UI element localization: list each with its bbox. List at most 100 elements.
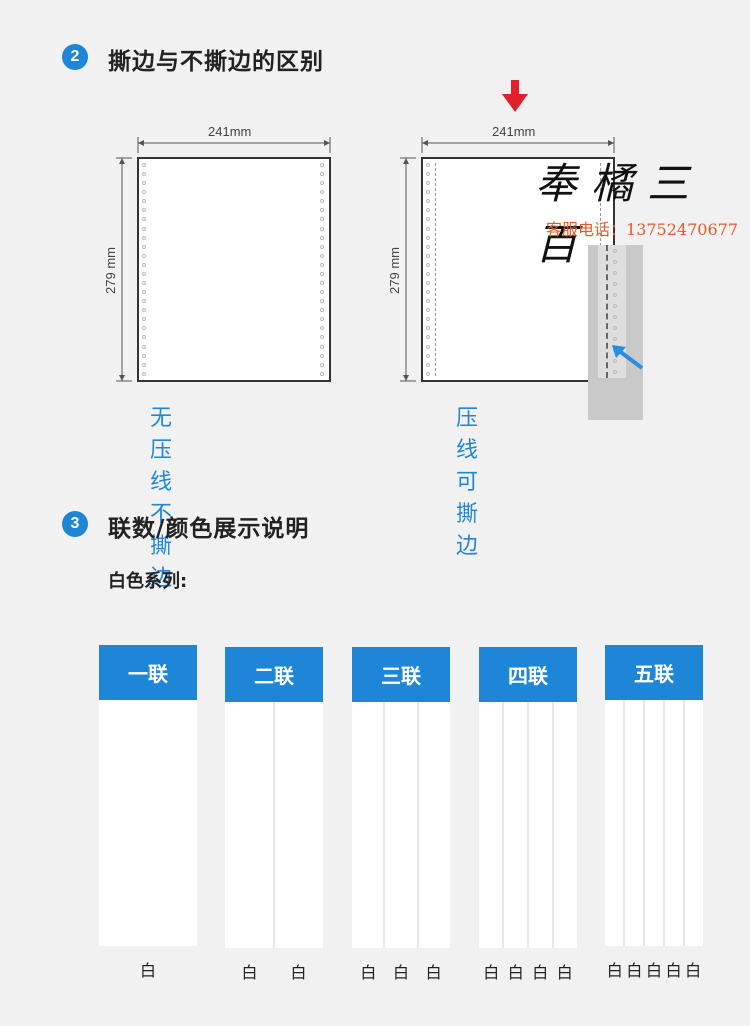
feed-hole [613, 304, 617, 308]
feed-hole [613, 271, 617, 275]
feed-hole [613, 315, 617, 319]
ply-color-label: 白 [606, 961, 623, 980]
ply-sheet [665, 700, 683, 946]
ply-sheet [418, 702, 450, 948]
ply-sheet [99, 700, 197, 946]
feed-hole [426, 317, 430, 322]
height-label: 279 mm [102, 247, 118, 294]
feed-hole [320, 226, 324, 231]
feed-hole [320, 199, 324, 204]
feed-hole [320, 244, 324, 249]
feed-hole [320, 190, 324, 195]
feed-hole [142, 371, 146, 376]
ply-card-title: 二联 [225, 647, 323, 702]
feed-hole [320, 353, 324, 358]
feed-hole [426, 362, 430, 367]
feed-hole [142, 163, 146, 167]
feed-hole [320, 163, 324, 167]
ply-color-label: 白 [507, 963, 524, 982]
feed-hole [426, 190, 430, 195]
feed-hole [320, 172, 324, 177]
ply-sheet [625, 700, 643, 946]
feed-hole [320, 208, 324, 213]
feed-hole [613, 359, 617, 363]
paper-sheet [421, 157, 615, 382]
feed-hole [142, 217, 146, 222]
feed-hole [142, 199, 146, 204]
watermark-phone-label: 客服电话： [546, 220, 627, 239]
feed-hole [142, 208, 146, 213]
section-title: 撕边与不撕边的区别 [108, 49, 324, 75]
feed-hole [426, 344, 430, 349]
feed-hole [142, 290, 146, 295]
feed-hole [320, 281, 324, 286]
feed-hole [142, 353, 146, 358]
down-arrow-icon [502, 80, 528, 112]
feed-hole [613, 260, 617, 264]
dimension-lines [116, 137, 331, 382]
feed-hole [426, 226, 430, 231]
feed-hole [426, 271, 430, 276]
feed-hole [142, 226, 146, 231]
ply-color-label: 白 [392, 963, 409, 982]
feed-hole [142, 362, 146, 367]
ply-sheet [685, 700, 703, 946]
paper-sheet [137, 157, 331, 382]
feed-hole [613, 293, 617, 297]
feed-hole [320, 253, 324, 258]
ply-sheet [605, 700, 623, 946]
feed-hole [142, 190, 146, 195]
feed-hole [426, 353, 430, 358]
ply-card-title: 一联 [99, 645, 197, 700]
feed-hole [426, 299, 430, 304]
feed-hole [426, 371, 430, 376]
feed-hole [320, 362, 324, 367]
section-number-badge: 3 [62, 511, 88, 537]
ply-card-body [479, 702, 577, 948]
dimension-lines [400, 137, 615, 382]
ply-color-label: 白 [290, 963, 307, 982]
feed-hole [142, 271, 146, 276]
ply-card-title: 五联 [605, 645, 703, 700]
ply-sheet [529, 702, 552, 948]
ply-card-title: 三联 [352, 647, 450, 702]
ply-card-body [225, 702, 323, 948]
ply-color-label: 白 [665, 961, 682, 980]
feed-hole [320, 317, 324, 322]
feed-hole [142, 253, 146, 258]
feed-hole [426, 290, 430, 295]
feed-hole [142, 244, 146, 249]
feed-hole [426, 326, 430, 331]
feed-hole [613, 337, 617, 341]
feed-hole [142, 181, 146, 186]
feed-hole [426, 308, 430, 313]
ply-sheet [479, 702, 502, 948]
feed-hole [613, 370, 617, 374]
ply-color-labels: 白白 [225, 959, 323, 983]
section-title: 联数/颜色展示说明 [108, 516, 310, 542]
ply-color-labels: 白 [99, 957, 197, 981]
feed-hole [426, 281, 430, 286]
ply-color-label: 白 [556, 963, 573, 982]
feed-hole [426, 262, 430, 267]
diagram-caption: 压线可撕边 [456, 406, 480, 559]
feed-hole [320, 326, 324, 331]
feed-hole [613, 249, 617, 253]
ply-sheet [275, 702, 323, 948]
feed-hole [426, 253, 430, 258]
width-label: 241mm [208, 124, 252, 139]
feed-hole [142, 326, 146, 331]
feed-hole [613, 326, 617, 330]
feed-hole [142, 299, 146, 304]
pointer-arrow-icon [612, 345, 644, 370]
feed-hole [426, 217, 430, 222]
feed-hole [320, 299, 324, 304]
ply-color-label: 白 [360, 963, 377, 982]
ply-card-body [352, 702, 450, 948]
ply-color-labels: 白白白白 [479, 959, 577, 983]
feed-hole [426, 244, 430, 249]
feed-hole [426, 181, 430, 186]
ply-sheet [645, 700, 663, 946]
height-label: 279 mm [386, 247, 402, 294]
ply-color-label: 白 [685, 961, 702, 980]
